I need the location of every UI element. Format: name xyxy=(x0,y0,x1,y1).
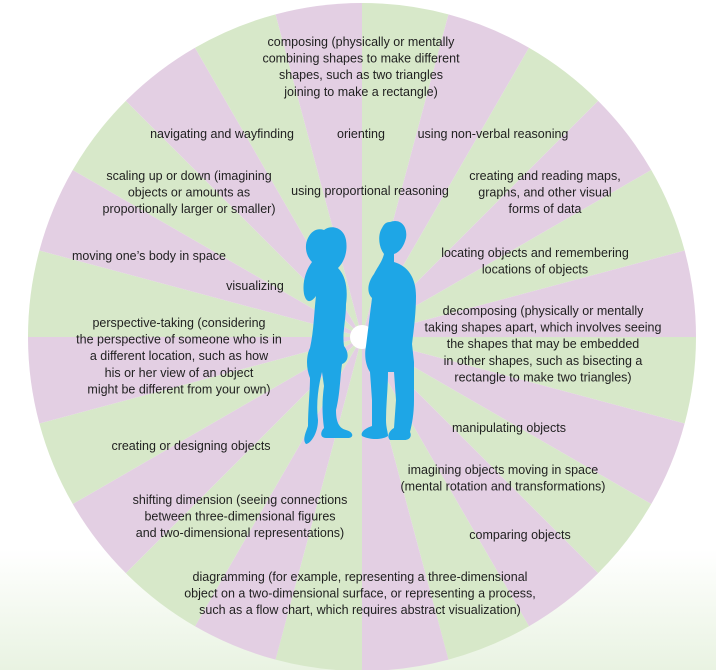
label-maps: creating and reading maps,graphs, and ot… xyxy=(469,169,620,216)
label-imagining: imagining objects moving in space(mental… xyxy=(401,463,606,494)
label-manipulating: manipulating objects xyxy=(452,421,566,435)
label-non-verbal: using non-verbal reasoning xyxy=(418,127,569,141)
wheel-wedge xyxy=(28,250,362,337)
woman-silhouette xyxy=(303,227,353,444)
wheel-wedge xyxy=(28,337,362,424)
wheel-wedge xyxy=(72,337,362,574)
wheel-wedge xyxy=(195,337,362,660)
label-creating: creating or designing objects xyxy=(111,439,270,453)
wheel-wedge xyxy=(362,100,652,337)
label-navigating: navigating and wayfinding xyxy=(150,127,294,141)
wheel-wedge xyxy=(362,337,685,504)
wheel-wedge xyxy=(362,337,599,627)
label-diagramming: diagramming (for example, representing a… xyxy=(184,570,536,617)
wheel-wedge xyxy=(39,170,362,337)
wheel-wedge xyxy=(362,14,529,337)
label-visualizing: visualizing xyxy=(226,279,284,293)
label-moving-body: moving one’s body in space xyxy=(72,249,226,263)
wheel-wedge xyxy=(362,250,696,337)
label-orienting: orienting xyxy=(337,127,385,141)
wheel-wedge xyxy=(125,47,362,337)
wheel-wedge xyxy=(362,47,599,337)
wheel-wedge xyxy=(362,337,696,424)
wheel-wedge xyxy=(362,337,652,574)
wheel-wedge xyxy=(72,100,362,337)
label-proportional: using proportional reasoning xyxy=(291,184,449,198)
wheel-wedge xyxy=(275,337,362,670)
wheel-wedge xyxy=(125,337,362,627)
label-comparing: comparing objects xyxy=(469,528,570,542)
man-silhouette xyxy=(361,220,416,440)
wheel-wedge xyxy=(39,337,362,504)
wheel-wedge xyxy=(362,2,449,337)
wheel-wedge xyxy=(362,170,685,337)
